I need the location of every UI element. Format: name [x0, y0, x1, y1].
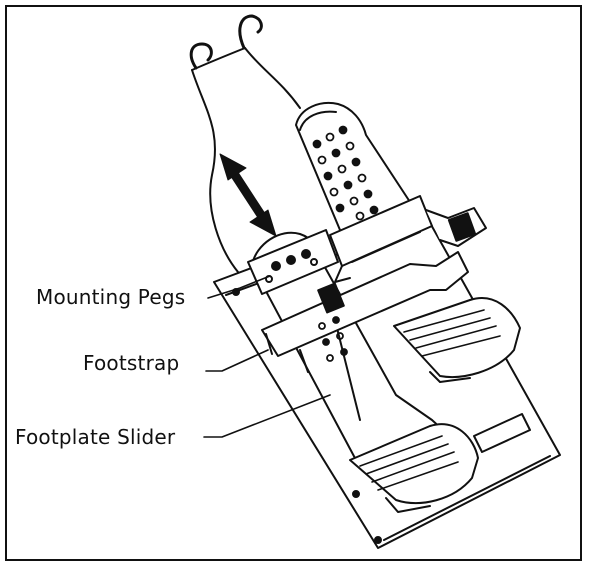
leader-footplate-slider	[203, 394, 331, 438]
label-mounting-pegs: Mounting Pegs	[36, 285, 186, 309]
hanging-strap	[189, 14, 301, 273]
peg-holes	[312, 125, 379, 221]
label-footplate-slider: Footplate Slider	[15, 425, 176, 449]
upper-heel-cup	[393, 297, 521, 383]
label-footstrap: Footstrap	[83, 351, 180, 375]
double-headed-arrow-icon	[219, 153, 277, 237]
lower-peg-holes	[318, 316, 348, 362]
mounting-pegs	[247, 229, 339, 295]
upper-clamp	[329, 195, 487, 283]
leader-lines	[203, 275, 331, 438]
leader-footstrap	[205, 349, 269, 372]
lower-heel-cup	[349, 423, 479, 513]
footstrap-bar	[261, 251, 469, 373]
leader-mounting-pegs	[207, 275, 271, 299]
